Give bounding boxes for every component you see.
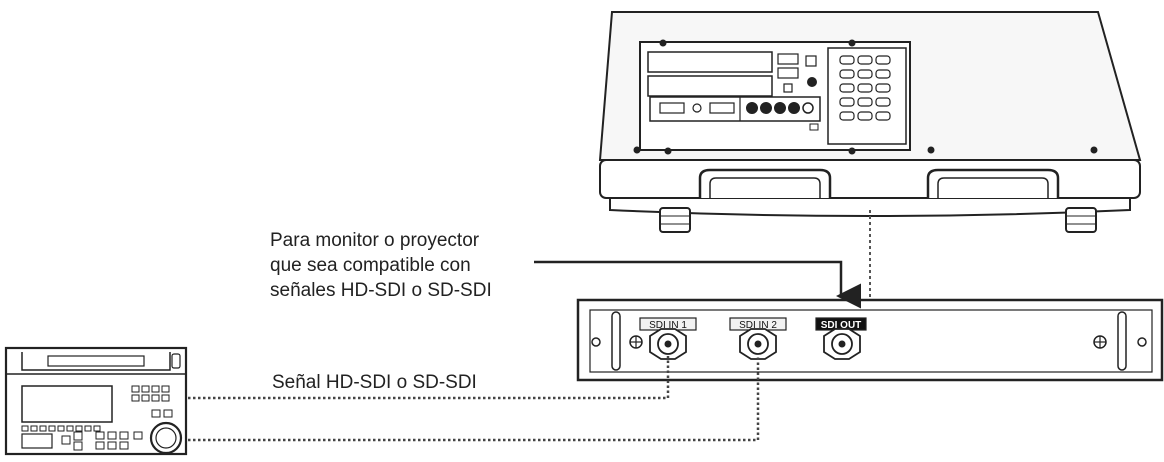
sdi-out-label: SDI OUT <box>821 320 862 331</box>
sdi-out-connector <box>823 328 861 360</box>
keypad-buttons <box>839 55 891 121</box>
output-arrow <box>534 260 861 309</box>
monitor-annotation-line-1: Para monitor o proyector <box>270 230 480 251</box>
sdi-board <box>576 298 1164 382</box>
signal-cable-1 <box>188 356 670 400</box>
sdi-in-2-connector <box>739 328 777 360</box>
sdi-in-2-label: SDI IN 2 <box>739 320 777 331</box>
signal-cable-2 <box>188 356 760 442</box>
projector <box>598 11 1142 233</box>
sdi-in-1-connector <box>649 328 687 360</box>
sdi-in-1-label: SDI IN 1 <box>649 320 687 331</box>
vtr-device <box>4 346 188 456</box>
monitor-annotation-line-2: que sea compatible con <box>270 255 471 276</box>
signal-label: Señal HD-SDI o SD-SDI <box>272 372 477 393</box>
monitor-annotation-line-3: señales HD-SDI o SD-SDI <box>270 280 492 301</box>
